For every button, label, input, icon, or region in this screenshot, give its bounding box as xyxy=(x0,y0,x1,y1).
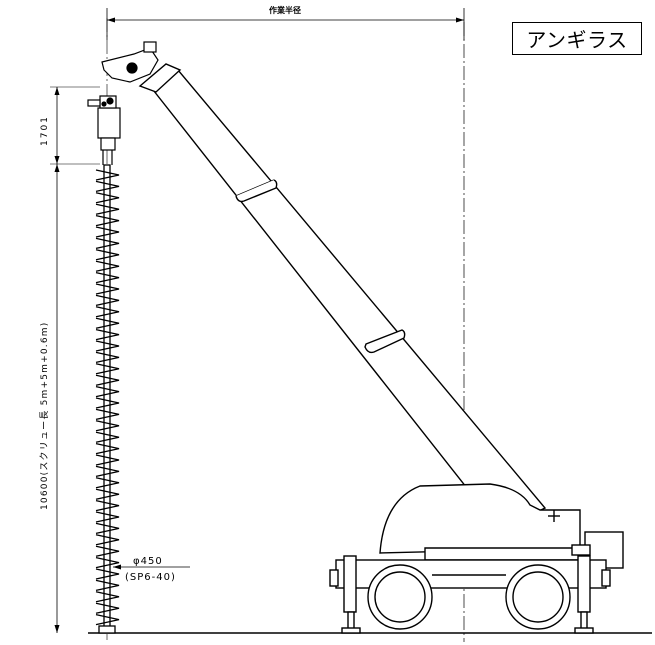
screw-flight xyxy=(95,522,120,535)
screw-flight xyxy=(95,477,120,489)
screw-flight xyxy=(95,363,120,375)
screw-flight xyxy=(95,602,120,614)
model-label: (SP6-40) xyxy=(125,572,176,583)
model-name-box: アンギラス xyxy=(512,22,642,55)
working-radius-label: 作業半径 xyxy=(269,5,301,15)
screw-flight xyxy=(95,294,120,307)
screw-flight xyxy=(95,271,120,284)
auger-head xyxy=(87,41,159,165)
screw-flight xyxy=(95,249,120,261)
screw-flight xyxy=(95,192,120,204)
screw-flight xyxy=(95,420,120,432)
screw-flight xyxy=(95,260,120,272)
screw-flight xyxy=(95,214,120,227)
screw-flight xyxy=(95,385,120,398)
screw-flight xyxy=(95,579,120,592)
diameter-label: φ450 xyxy=(133,556,163,567)
crane-chassis xyxy=(329,555,611,634)
screw-flight xyxy=(95,442,120,455)
screw-flight xyxy=(95,465,120,478)
screw-flight xyxy=(95,340,120,352)
head-height-label: 1701 xyxy=(40,115,50,146)
screw-flight xyxy=(95,556,120,569)
screw-flight xyxy=(95,488,120,500)
screw-flight xyxy=(95,203,120,215)
screw-flight xyxy=(95,317,120,329)
working-radius-dimension: 作業半径 xyxy=(106,5,465,40)
screw-flight xyxy=(95,306,120,318)
screw-flight xyxy=(95,431,120,443)
screw-flight xyxy=(95,545,120,557)
screw-flight xyxy=(95,328,120,341)
crane-boom xyxy=(138,63,547,531)
screw-flight xyxy=(95,499,120,512)
auger-tip xyxy=(98,625,116,634)
screw-flight xyxy=(95,534,120,546)
screw-flight xyxy=(95,169,120,181)
screw-flight xyxy=(95,397,120,409)
screw-flight xyxy=(95,374,120,386)
screw-flight xyxy=(95,613,120,626)
screw-flight xyxy=(95,283,120,295)
screw-length-label: 10600(スクリュー長 5m+5m+0.6m) xyxy=(39,322,50,510)
screw-flight xyxy=(95,511,120,523)
screw-flight xyxy=(95,454,120,466)
diameter-callout: φ450 (SP6-40) xyxy=(113,556,190,583)
screw-flight xyxy=(95,408,120,421)
height-dimensions: 1701 10600(スクリュー長 5m+5m+0.6m) xyxy=(39,86,100,633)
screw-flight xyxy=(95,180,120,193)
screw-flight xyxy=(95,568,120,580)
screw-flight xyxy=(95,591,120,603)
screw-flight xyxy=(95,237,120,250)
screw-flight xyxy=(95,351,120,364)
auger-screw xyxy=(95,164,120,634)
screw-flight xyxy=(95,226,120,238)
